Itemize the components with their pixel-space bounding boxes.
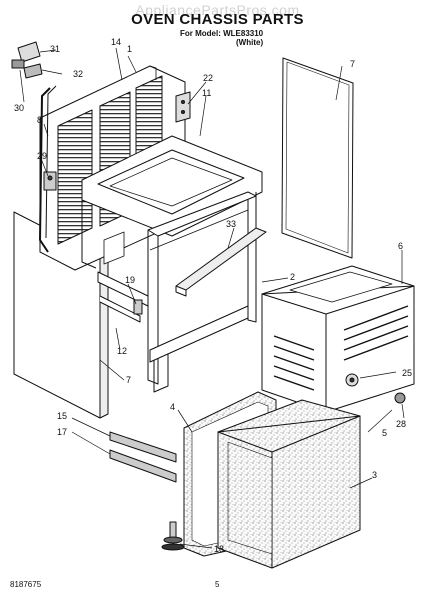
callout-14: 14 — [111, 37, 122, 47]
callout-11: 11 — [202, 88, 212, 98]
callout-7-bottom: 7 — [126, 375, 132, 385]
model-prefix: For Model: — [180, 29, 224, 38]
callout-33: 33 — [226, 219, 237, 229]
page-number: 5 — [215, 580, 220, 589]
slide-rail-17 — [109, 449, 177, 483]
callout-28: 28 — [396, 419, 407, 429]
side-rail — [39, 87, 51, 253]
callout-1: 1 — [127, 44, 133, 54]
callout-32: 32 — [73, 69, 84, 79]
callout-12: 12 — [117, 346, 128, 356]
clip-31 — [17, 41, 41, 63]
callout-17: 17 — [57, 427, 68, 437]
callout-22: 22 — [203, 73, 214, 83]
bracket-29 — [43, 171, 57, 191]
callout-30: 30 — [14, 103, 25, 113]
callout-8: 8 — [37, 115, 43, 125]
callout-3: 3 — [372, 470, 378, 480]
clip-30 — [11, 59, 25, 69]
callout-5: 5 — [382, 428, 388, 438]
model-line: For Model: WLE83310 — [180, 29, 263, 38]
model-variant: (White) — [236, 38, 264, 47]
callout-2: 2 — [290, 272, 296, 282]
knob-28 — [394, 392, 406, 404]
leveling-leg — [161, 521, 185, 551]
callout-29: 29 — [37, 151, 48, 161]
callout-15: 15 — [57, 411, 68, 421]
lower-rail — [99, 295, 141, 323]
hinge-bracket — [175, 91, 191, 123]
rack-slots — [273, 305, 409, 391]
page-title: OVEN CHASSIS PARTS — [131, 11, 304, 28]
callout-19: 19 — [125, 275, 136, 285]
callout-4: 4 — [170, 402, 176, 412]
clip-32 — [23, 63, 43, 79]
document-number: 8187675 — [10, 580, 42, 589]
watermark: AppliancePartsPros.com — [135, 2, 300, 18]
callout-6: 6 — [398, 241, 404, 251]
model-number: WLE83310 — [223, 29, 264, 38]
side-panel-right — [281, 57, 354, 259]
callout-31: 31 — [50, 44, 61, 54]
callout-18: 18 — [214, 544, 225, 554]
slide-rail-15 — [109, 431, 177, 463]
callout-7-top: 7 — [350, 59, 356, 69]
callout-25: 25 — [402, 368, 413, 378]
front-crossbar — [175, 227, 267, 291]
leader-lines — [19, 47, 405, 549]
